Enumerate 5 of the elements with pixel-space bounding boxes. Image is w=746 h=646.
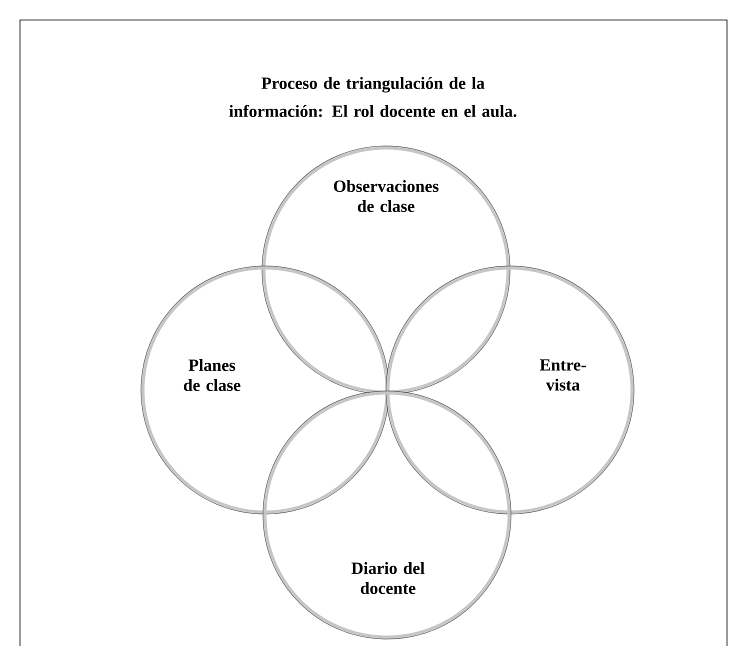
circle-node: Diario del docente [262,390,512,640]
circle-node: Observaciones de clase [262,146,510,394]
circle-node: Entre- vista [386,266,634,514]
circle-node: Planes de clase [140,266,390,514]
title: Proceso de triangulación de la información: El rol docente en el aula. [229,76,516,118]
